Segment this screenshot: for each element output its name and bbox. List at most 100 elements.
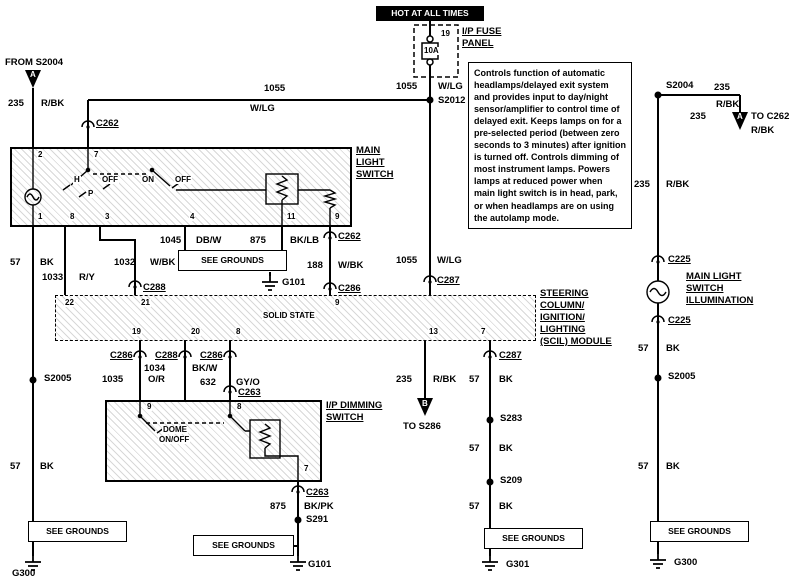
module-solid-state: SOLID STATE [262, 311, 316, 320]
wire-1035: 1035 [102, 374, 124, 385]
module-pin-20: 20 [190, 327, 201, 336]
triangle-a-to-c262 [732, 112, 748, 130]
see-grounds-box-mid: SEE GROUNDS [484, 528, 583, 549]
connector-label-c286-top: C286 [338, 283, 361, 294]
wire-57-mid-3: 57 [469, 501, 480, 512]
see-grounds-box-dimming: SEE GROUNDS [193, 535, 294, 556]
main-switch-label-2: LIGHT [356, 157, 385, 168]
pin-11-main-switch: 11 [286, 212, 297, 221]
pin-7-main-switch: 7 [93, 150, 100, 159]
wire-wlg-main: W/LG [250, 103, 275, 114]
illum-label-3: ILLUMINATION [686, 295, 754, 306]
splice-label-s291: S291 [306, 514, 329, 525]
wire-rbk-left: R/BK [41, 98, 65, 109]
wire-235-tr1: 235 [714, 82, 730, 93]
wires-module-outputs [139, 340, 491, 556]
connector-label-c225-bottom: C225 [668, 315, 691, 326]
ground-symbol-g300-right [650, 554, 666, 569]
scil-label-2: COLUMN/ [540, 300, 585, 311]
wires-right-column [657, 94, 741, 554]
wire-gyo: GY/O [236, 377, 260, 388]
wire-bk-mid-1: BK [499, 374, 513, 385]
wire-bkpk: BK/PK [304, 501, 334, 512]
wire-57-right-1: 57 [638, 343, 649, 354]
wire-235-tr2: 235 [690, 111, 706, 122]
module-pin-9: 9 [334, 298, 341, 307]
fuse-terminal-top [426, 35, 434, 43]
see-grounds-box-right: SEE GROUNDS [650, 521, 749, 542]
module-pin-21: 21 [140, 298, 151, 307]
contact-off-2: OFF [174, 175, 192, 184]
dimming-switch-box [105, 400, 322, 482]
component-internals [24, 147, 670, 480]
connector-label-c286-b1: C286 [110, 350, 133, 361]
contact-off-1: OFF [101, 175, 119, 184]
to-s286-label: TO S286 [403, 421, 441, 432]
splice-label-s2005-left: S2005 [44, 373, 72, 384]
triangle-a-from-s2004 [25, 70, 41, 88]
splice-s2005-right [654, 374, 662, 382]
scil-label-5: (SCIL) MODULE [540, 336, 612, 347]
pin-2-main-switch: 2 [37, 150, 44, 159]
splice-dots [29, 91, 662, 524]
connector-dots [86, 125, 660, 494]
wire-57-left-1: 57 [10, 257, 21, 268]
wire-wlg-low: W/LG [437, 255, 462, 266]
splice-s2012 [426, 96, 434, 104]
dimming-pin-8: 8 [236, 402, 243, 411]
wire-1055-fuse: 1055 [396, 81, 418, 92]
dimming-pin-9: 9 [146, 402, 153, 411]
panel-lamp-icon [24, 188, 42, 206]
contact-h: H [73, 175, 81, 184]
splice-s283 [486, 416, 494, 424]
contact-p: P [87, 189, 95, 198]
illum-label-2: SWITCH [686, 283, 724, 294]
triangle-connectors [25, 70, 748, 416]
dimming-rheostat-zigzag [258, 423, 299, 480]
wire-235-left: 235 [8, 98, 24, 109]
wire-875-b: 875 [270, 501, 286, 512]
module-pin-22: 22 [64, 298, 75, 307]
ground-symbol-g301 [482, 556, 498, 571]
pivot-dot-3 [137, 413, 143, 419]
ground-symbols [25, 276, 666, 571]
tri-letter-a-left: A [30, 70, 36, 79]
ground-label-g101-bottom: G101 [308, 559, 332, 570]
to-c262-label: TO C262 [751, 111, 790, 122]
wire-bk-left-2: BK [40, 461, 54, 472]
wire-ry: R/Y [79, 272, 95, 283]
see-grounds-box-left: SEE GROUNDS [28, 521, 127, 542]
wire-1055-main: 1055 [264, 83, 286, 94]
wire-875-a: 875 [250, 235, 266, 246]
wire-188: 188 [307, 260, 323, 271]
ground-label-g300-left: G300 [12, 568, 36, 579]
wire-235-b: 235 [396, 374, 412, 385]
wire-wbk-1: W/BK [150, 257, 176, 268]
connector-arcs [81, 120, 665, 493]
wires [32, 20, 741, 556]
wire-57-left-2: 57 [10, 461, 21, 472]
splice-label-s2012: S2012 [438, 95, 466, 106]
wires-switch-outputs [64, 225, 331, 295]
hot-at-all-times-banner: HOT AT ALL TIMES [376, 6, 484, 21]
splice-label-s2005-right: S2005 [668, 371, 696, 382]
dimming-dome-label-1: DOME [162, 425, 188, 434]
fuse-cavity-19: 19 [440, 29, 451, 38]
inline-connectors [81, 120, 665, 494]
wire-rbk-right: R/BK [666, 179, 690, 190]
rheostat-zigzag [275, 175, 289, 225]
dimming-rheostat-box [249, 419, 281, 459]
illum-label-1: MAIN LIGHT [686, 271, 742, 282]
pin-4-main-switch: 4 [189, 212, 196, 221]
wire-rbk-tr2: R/BK [751, 125, 775, 136]
module-pin-19: 19 [131, 327, 142, 336]
wire-rbk-b: R/BK [433, 374, 457, 385]
connector-label-c225-top: C225 [668, 254, 691, 265]
dimming-switch-label-1: I/P DIMMING [326, 400, 383, 411]
wire-1055-horizontal [87, 99, 430, 147]
ground-label-g101-top: G101 [282, 277, 306, 288]
connector-label-c287-mid: C287 [437, 275, 460, 286]
connector-label-c288-b: C288 [155, 350, 178, 361]
wire-bk-left-1: BK [40, 257, 54, 268]
